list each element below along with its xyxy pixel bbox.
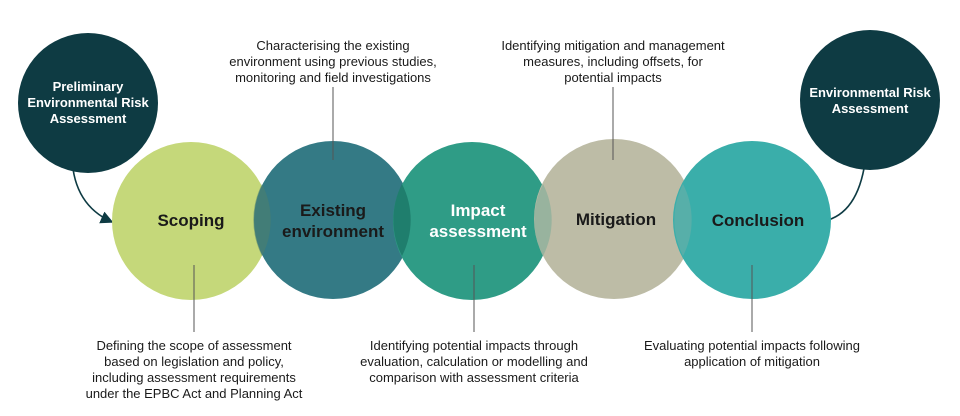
- annotation-scoping: Defining the scope of assessment based o…: [85, 338, 303, 401]
- stage-label-scoping: Scoping: [157, 211, 225, 230]
- annotation-conclusion: Evaluating potential impacts following a…: [643, 338, 861, 369]
- end-node-label: Environmental Risk Assessment: [809, 85, 931, 116]
- stage-circle-conclusion: [673, 141, 831, 299]
- overlap-mitigation-conclusion: [674, 184, 692, 256]
- overlap-existing-impact: [393, 184, 411, 256]
- start-node-circle: [18, 33, 158, 173]
- overlap-impact-mitigation: [534, 184, 552, 256]
- annotation-mitigation: Identifying mitigation and management me…: [501, 38, 725, 85]
- stage-label-mitigation: Mitigation: [575, 210, 657, 229]
- stage-label-conclusion: Conclusion: [711, 211, 805, 230]
- annotation-impact-assessment: Identifying potential impacts through ev…: [360, 338, 588, 385]
- stage-label-impact-assessment: Impact assessment: [429, 201, 527, 241]
- stage-label-existing-environment: Existing environment: [281, 201, 385, 241]
- start-node-label: Preliminary Environmental Risk Assessmen…: [27, 79, 149, 126]
- overlap-scoping-existing: [253, 184, 271, 256]
- stage-circle-mitigation: [534, 139, 694, 299]
- stage-circle-impact-assessment: [393, 142, 551, 300]
- stage-circle-existing-environment: [254, 141, 412, 299]
- annotation-existing-environment: Characterising the existing environment …: [229, 38, 437, 85]
- stage-circle-scoping: [112, 142, 270, 300]
- end-node-circle: [800, 30, 940, 170]
